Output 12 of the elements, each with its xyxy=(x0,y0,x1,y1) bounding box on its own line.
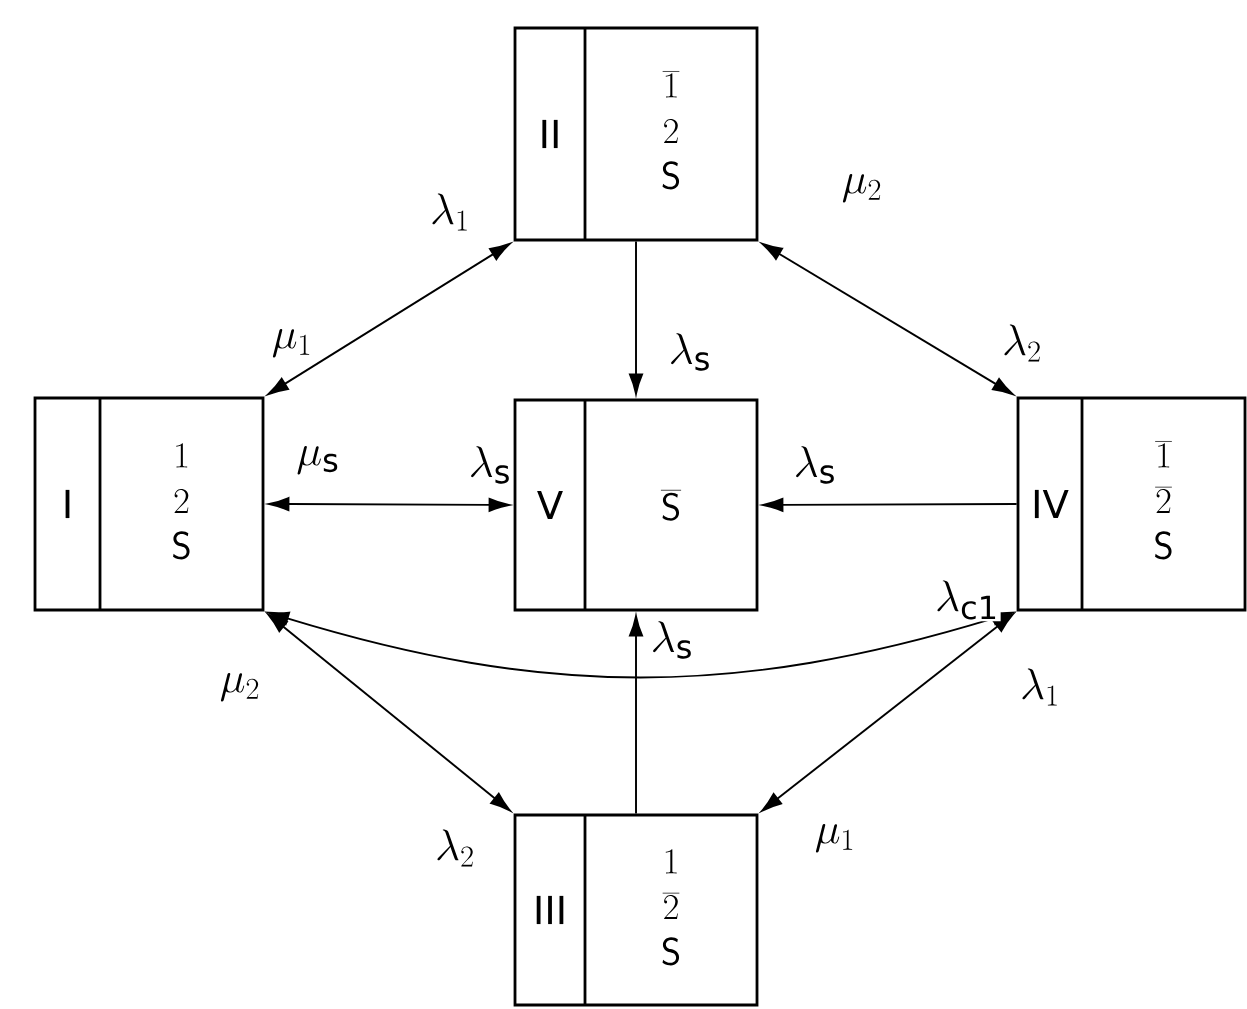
state-box: III $\begin{array}{c}1\\ \overline{2}\\ \mathsf{S}\end{array}$ xyxy=(513,813,759,1007)
rate-label: $\lambda_{\mathrm{c1}}$ xyxy=(933,578,1001,622)
rate-label: $\lambda_{\mathrm{s}}$ xyxy=(792,444,838,486)
rate-label: $\lambda_1$ xyxy=(428,191,472,233)
rate-label: $\lambda_1$ xyxy=(1018,666,1062,708)
state-box: IV $\begin{array}{c}\overline{1}\\ \overline{2}\\ \mathsf{S}\end{array}$ xyxy=(1016,396,1247,612)
rate-label: $\lambda_{\mathrm{s}}$ xyxy=(467,444,513,486)
state-box: I $\begin{array}{c}1\\ 2\\ \mathsf{S}\end{array}$ xyxy=(33,396,265,612)
rate-label: $\lambda_{\mathrm{s}}$ xyxy=(667,331,713,373)
state-box: V $\overline{\mathsf{S}}$ xyxy=(513,398,759,612)
state-box: II $\begin{array}{c}\overline{1}\\ 2\\ \mathsf{S}\end{array}$ xyxy=(513,26,759,242)
rate-label: $\lambda_2$ xyxy=(433,827,477,869)
